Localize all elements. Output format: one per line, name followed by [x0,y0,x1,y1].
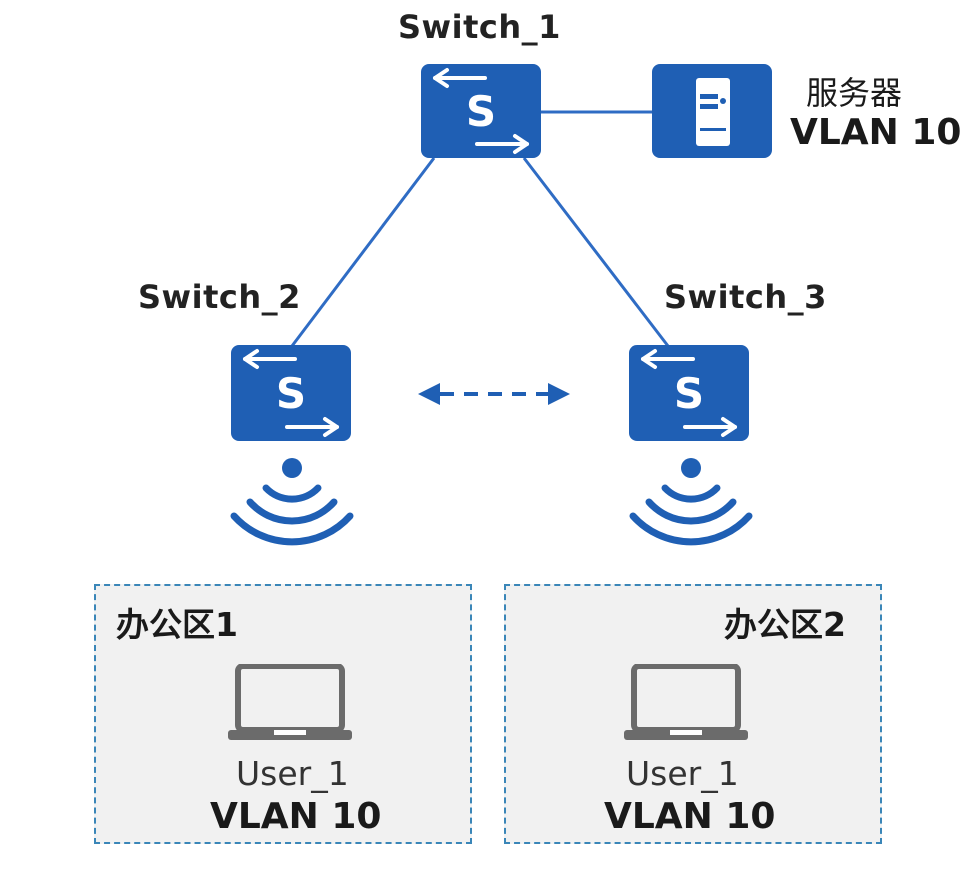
switch-3-icon: S [629,345,749,441]
laptop-icon [624,664,748,740]
switch-2-label: Switch_2 [138,278,301,316]
switch-3-label: Switch_3 [664,278,827,316]
zone-2-user: User_1 [626,754,739,793]
office-zone-2 [504,584,882,844]
svg-text:S: S [276,369,306,418]
svg-text:S: S [466,87,496,136]
svg-text:S: S [674,369,704,418]
wifi-icon [629,458,753,546]
zone-1-user: User_1 [236,754,349,793]
zone-2-title: 办公区2 [724,605,846,644]
switch-1-icon: S [421,64,541,158]
link-switch1-switch2 [290,157,436,347]
server-icon [652,64,772,158]
server-vlan-label: VLAN 10 [790,112,962,153]
wifi-icon [230,458,354,546]
switch-2-icon: S [231,345,351,441]
zone-1-vlan: VLAN 10 [210,796,382,837]
zone-1-title: 办公区1 [116,605,238,644]
laptop-icon [228,664,352,740]
switch-1-label: Switch_1 [398,8,561,46]
bidirectional-dashed-arrow [418,383,570,405]
server-label: 服务器 [806,74,903,112]
link-switch1-switch3 [522,157,670,347]
office-zone-1 [94,584,472,844]
zone-2-vlan: VLAN 10 [604,796,776,837]
